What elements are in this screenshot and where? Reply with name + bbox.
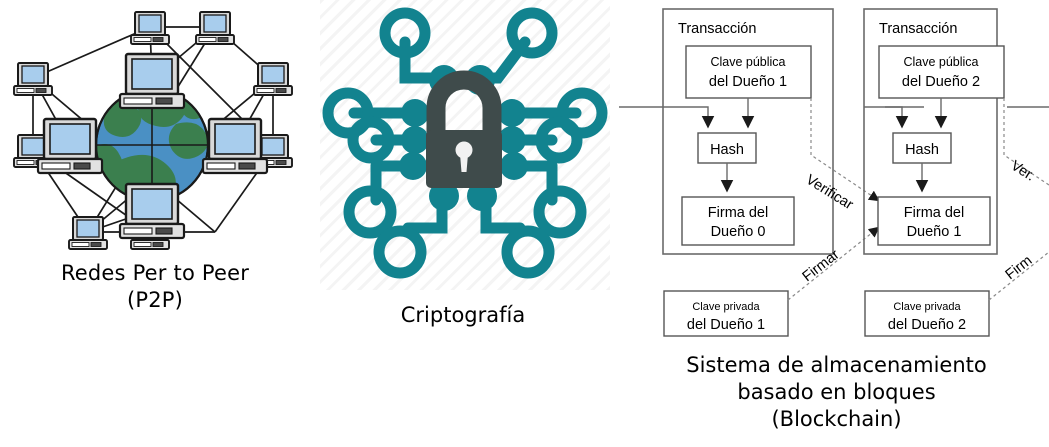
crypto-art-background xyxy=(320,0,610,290)
signature-box-2 xyxy=(877,196,991,246)
transaction-block-2: Transacción Clave pública del Dueño 2 Ha… xyxy=(863,8,1005,255)
cryptography-panel: Criptografía xyxy=(316,0,610,447)
verify-label-2: Ver. xyxy=(1008,158,1038,185)
p2p-caption-line1: Redes Per to Peer xyxy=(60,261,250,285)
prev-hash-arrow-2 xyxy=(864,106,909,129)
hash-box-1 xyxy=(697,132,757,164)
private-key-line1-2: Clave privada xyxy=(893,301,961,313)
signature-box-1 xyxy=(681,196,795,246)
p2p-network-diagram xyxy=(13,11,293,250)
prev-hash-arrow-1 xyxy=(663,106,715,129)
public-key-box-1 xyxy=(685,45,812,99)
private-key-line2-2: del Dueño 2 xyxy=(888,317,966,333)
p2p-panel: Redes Per to Peer (P2P) xyxy=(0,0,310,447)
hash-label-1: Hash xyxy=(710,142,744,158)
transaction-block-1: Transacción Clave pública del Dueño 1 Ha… xyxy=(662,8,834,255)
sign-label-1: Firmar xyxy=(800,247,843,285)
p2p-node xyxy=(13,62,53,96)
public-key-box-2 xyxy=(878,45,1005,99)
p2p-node xyxy=(195,11,235,45)
blockchain-transaction-diagram: Transacción Clave pública del Dueño 1 Ha… xyxy=(619,8,1049,337)
public-key-line1-1: Clave pública xyxy=(710,55,785,69)
padlock-circuit-icon xyxy=(322,7,608,279)
p2p-node xyxy=(201,117,269,175)
sign-label-2: Firm xyxy=(1003,253,1036,283)
signature-line2-1: Dueño 0 xyxy=(711,224,766,240)
blockchain-caption-line1: Sistema de almacenamiento xyxy=(686,353,987,377)
p2p-caption-line2: (P2P) xyxy=(126,288,184,312)
crypto-caption: Criptografía xyxy=(400,303,526,327)
p2p-node xyxy=(36,117,104,175)
private-key-line1-1: Clave privada xyxy=(692,301,760,313)
p2p-node xyxy=(130,11,170,45)
private-key-box-2 xyxy=(864,290,990,337)
public-key-line2-1: del Dueño 1 xyxy=(709,74,787,90)
signature-line1-1: Firma del xyxy=(708,205,768,221)
verify-arrow-1 xyxy=(810,98,880,202)
lock-icon xyxy=(426,70,502,188)
private-key-line2-1: del Dueño 1 xyxy=(687,317,765,333)
sign-arrow-2 xyxy=(988,251,1049,301)
p2p-node xyxy=(118,182,186,240)
transaction-title-1: Transacción xyxy=(678,21,756,37)
verify-label-1: Verificar xyxy=(803,172,856,213)
sign-arrow-1 xyxy=(787,226,880,301)
verify-arrow-2 xyxy=(1003,98,1049,186)
blockchain-panel: Transacción Clave pública del Dueño 1 Ha… xyxy=(612,0,1049,447)
transaction-title-2: Transacción xyxy=(879,21,957,37)
public-key-line1-2: Clave pública xyxy=(903,55,978,69)
p2p-node xyxy=(118,52,186,110)
private-key-box-1 xyxy=(663,290,789,337)
hash-box-2 xyxy=(892,132,952,164)
blockchain-caption-line3: (Blockchain) xyxy=(771,407,902,431)
p2p-node xyxy=(253,62,293,96)
public-key-line2-2: del Dueño 2 xyxy=(902,74,980,90)
blockchain-caption-line2: basado en bloques xyxy=(737,380,936,404)
p2p-node xyxy=(68,216,108,250)
hash-label-2: Hash xyxy=(905,142,939,158)
signature-line1-2: Firma del xyxy=(904,205,964,221)
signature-line2-2: Dueño 1 xyxy=(907,224,962,240)
